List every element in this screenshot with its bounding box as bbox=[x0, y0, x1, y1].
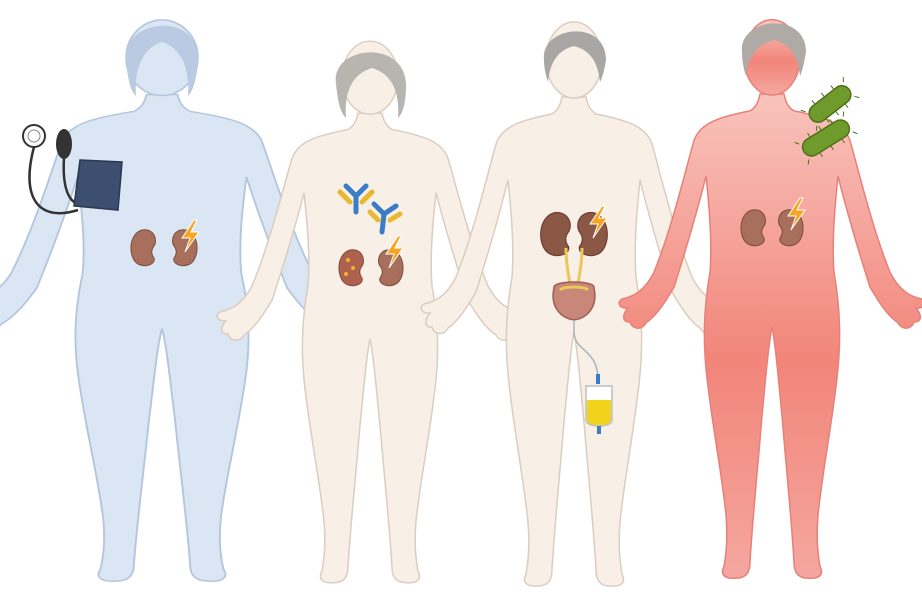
kidney-icon bbox=[339, 250, 364, 286]
kidney-icon bbox=[741, 210, 766, 246]
figure-urinary-obstruction bbox=[421, 22, 727, 586]
figure-infection-sepsis bbox=[619, 20, 922, 578]
kidney-icon bbox=[131, 230, 156, 266]
figure-autoimmune bbox=[217, 41, 523, 583]
kidney-icon bbox=[379, 250, 404, 286]
figure-obesity-hypertension bbox=[0, 20, 358, 581]
